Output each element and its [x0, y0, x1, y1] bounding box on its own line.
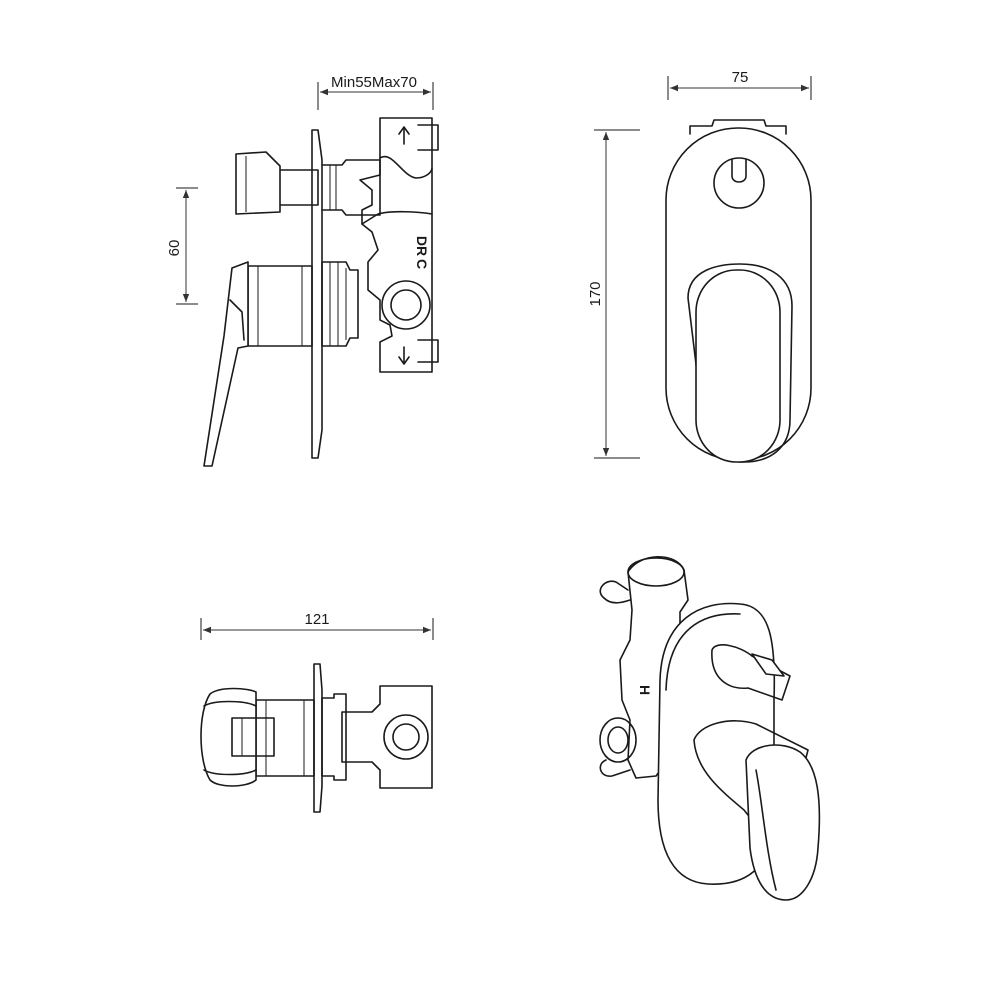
overall-depth-label: 121 [304, 611, 329, 628]
up-arrow-icon [398, 126, 410, 145]
depth-range-label: Min55Max70 [331, 74, 417, 91]
outlet-port [381, 280, 431, 330]
lever-top [200, 687, 257, 787]
mixer-lever [203, 261, 249, 467]
mixer-lever-iso [745, 744, 821, 901]
wall-plate [311, 129, 323, 459]
top-view: 121 [200, 611, 434, 813]
height-offset-label: 60 [166, 240, 183, 257]
front-view: 75 170 [587, 69, 812, 463]
isometric-view: H [599, 556, 821, 901]
dimension-plate-width: 75 [667, 69, 812, 100]
dimension-overall-depth: 121 [200, 611, 434, 640]
lever-face [695, 269, 781, 463]
side-view: Min55Max70 60 DR C [166, 74, 439, 467]
diverter-knob-front [713, 157, 765, 209]
marking-diverter: DR [414, 236, 430, 256]
marking-hot: H [637, 685, 653, 695]
dimension-height-offset: 60 [166, 187, 198, 305]
down-arrow-icon [398, 346, 410, 365]
dimension-plate-height: 170 [587, 129, 640, 459]
face-plate-iso [657, 602, 776, 885]
marking-cold: C [414, 259, 430, 269]
diverter-knob [235, 151, 281, 215]
dimension-depth-range: Min55Max70 [317, 74, 434, 110]
plate-width-label: 75 [732, 69, 749, 86]
plate-height-label: 170 [587, 281, 604, 306]
valve-body-top [341, 685, 433, 789]
valve-body [359, 117, 433, 373]
